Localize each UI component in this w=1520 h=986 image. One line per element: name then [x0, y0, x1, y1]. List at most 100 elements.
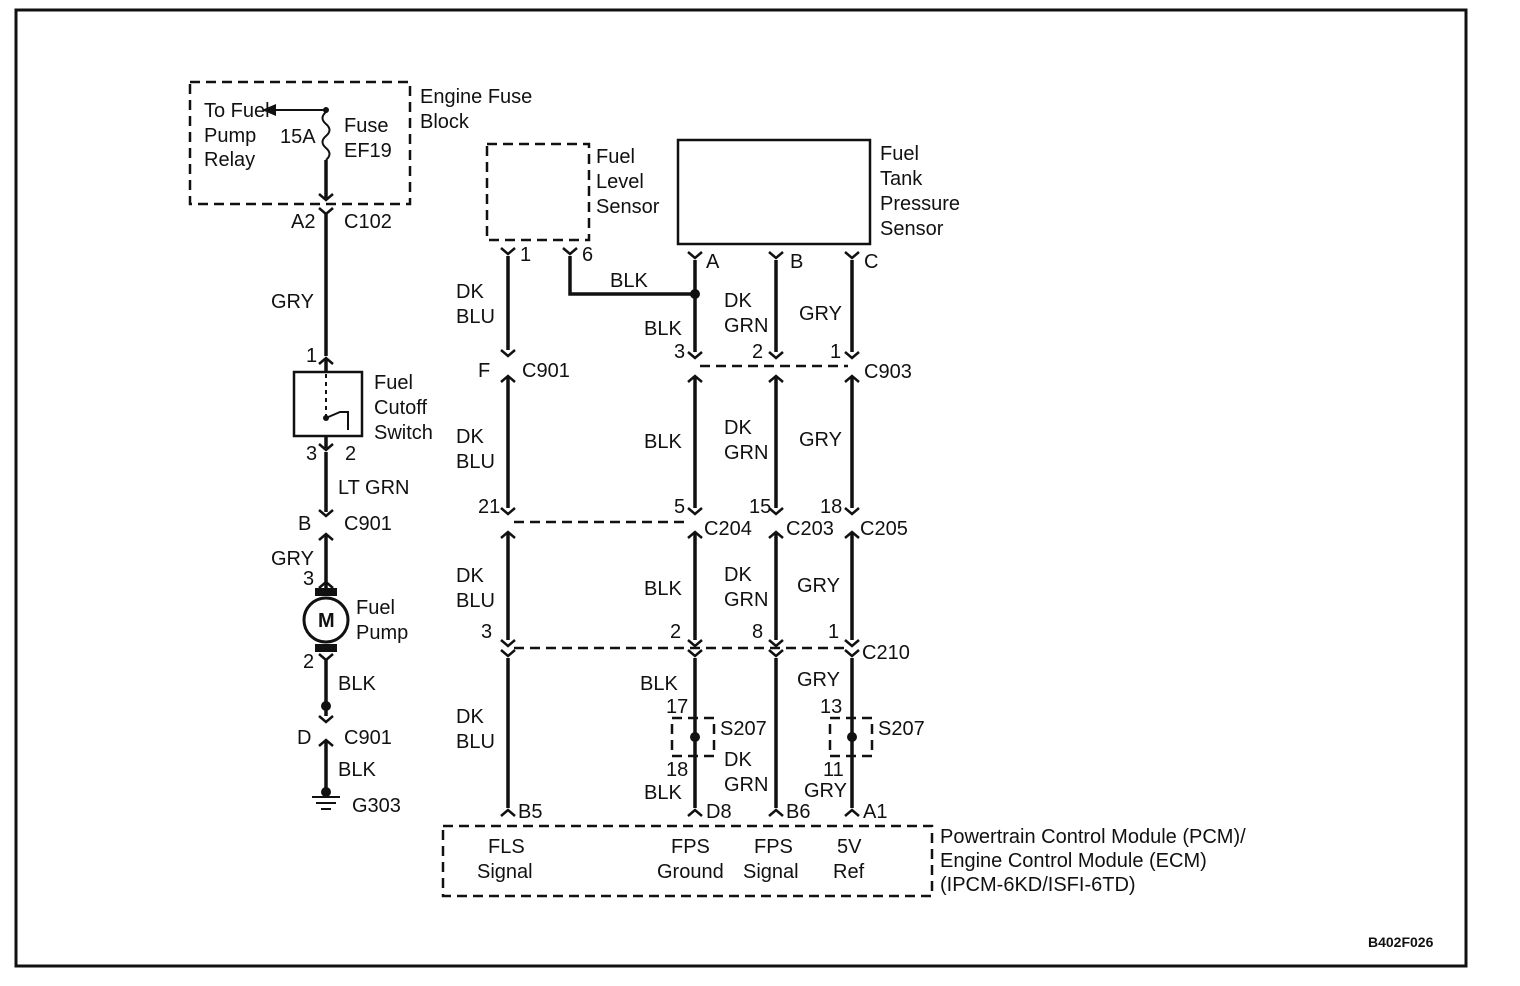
fuel-tank-pressure-sensor: Fuel Tank Pressure Sensor A B C: [676, 138, 960, 273]
wire-blk-e: BLK: [644, 782, 682, 804]
pcm-fls-signal: FLS: [488, 836, 525, 858]
wire-blk-2: BLK: [338, 759, 376, 781]
ftp-sensor-label: Fuel: [880, 143, 919, 165]
arrow-left-icon: [262, 104, 276, 116]
ftp-pin-c: C: [864, 251, 878, 273]
diagram-frame: [14, 8, 1468, 968]
wire-dk-grn-3b: GRN: [724, 589, 768, 611]
cutoff-switch-label-2: Cutoff: [374, 397, 427, 419]
wire-blk-top: BLK: [610, 270, 648, 292]
ftp-sensor-label-4: Sensor: [880, 218, 944, 240]
c210-label: C210: [862, 642, 910, 664]
wire-dk-blu-1b: BLU: [456, 306, 495, 328]
c204-pin-21: 21: [478, 496, 500, 518]
c903-pin-1: 1: [830, 341, 841, 363]
wire-gry-e: GRY: [804, 780, 847, 802]
wire-dk-blu-3: DK: [456, 565, 484, 587]
wire-gry-b: GRY: [799, 429, 842, 451]
wire-dk-grn-2: DK: [724, 417, 752, 439]
engine-fuse-block: Engine Fuse Block To Fuel Pump Relay 15A…: [188, 80, 532, 206]
c102-label: C102: [344, 211, 392, 233]
c205-pin-18: 18: [820, 496, 842, 518]
s207-label-b: S207: [878, 718, 925, 740]
wire-dk-blu-3b: BLU: [456, 590, 495, 612]
wire-dk-blu-1: DK: [456, 281, 484, 303]
c102-pin: A2: [291, 211, 315, 233]
c901-f-label: C901: [522, 360, 570, 382]
fuel-pump-label-2: Pump: [356, 622, 408, 644]
pcm-pin-b5: B5: [518, 801, 542, 823]
wire-blk-1: BLK: [338, 673, 376, 695]
pcm-fps-signal: FPS: [754, 836, 793, 858]
ftp-pin-b: B: [790, 251, 803, 273]
wire-gry-a: GRY: [799, 303, 842, 325]
fuel-pump-relay-ref-2: Pump: [204, 125, 256, 147]
pcm-title-2: Engine Control Module (ECM): [940, 850, 1207, 872]
pcm-fps-ground-2: Ground: [657, 861, 724, 883]
fuel-level-sensor-label-2: Level: [596, 171, 644, 193]
fuse-block-label-2: Block: [420, 111, 470, 133]
wire-dk-grn-1b: GRN: [724, 315, 768, 337]
c901-d-label: C901: [344, 727, 392, 749]
fuel-level-sensor-label-3: Sensor: [596, 196, 660, 218]
c901-b-pin: B: [298, 513, 311, 535]
fuel-cutoff-switch-box: [292, 370, 364, 438]
fuel-pump-label: Fuel: [356, 597, 395, 619]
c901-d-pin: D: [297, 727, 311, 749]
pcm-5v-ref-2: Ref: [833, 861, 865, 883]
wire-gry-d: GRY: [797, 669, 840, 691]
wire-dk-blu-2b: BLU: [456, 451, 495, 473]
c903-pin-3: 3: [674, 341, 685, 363]
fuel-pump-motor-icon: [302, 596, 350, 644]
wire-blk-a: BLK: [644, 318, 682, 340]
pcm-pin-b6: B6: [786, 801, 810, 823]
pump-pin-3: 3: [303, 568, 314, 590]
s207-pin-18: 18: [666, 759, 688, 781]
pcm-title: Powertrain Control Module (PCM)/: [940, 826, 1246, 848]
fuse-name: Fuse: [344, 115, 388, 137]
c205-label: C205: [860, 518, 908, 540]
c203-pin-15: 15: [749, 496, 771, 518]
fuse-name-2: EF19: [344, 140, 392, 162]
ground-icon: [312, 796, 340, 810]
wire-lt-grn: LT GRN: [338, 477, 410, 499]
c204-label: C204: [704, 518, 752, 540]
wire-dk-grn-4b: GRN: [724, 774, 768, 796]
pcm-title-3: (IPCM-6KD/ISFI-6TD): [940, 874, 1136, 896]
c903-pin-2: 2: [752, 341, 763, 363]
figure-code: B402F026: [1368, 934, 1434, 950]
c901-b-label: C901: [344, 513, 392, 535]
ground-label: G303: [352, 795, 401, 817]
fuse-rating: 15A: [280, 126, 316, 148]
fuel-pump-circuit: A2 C102 GRY 1 Fuel Cutoff Switch 3 2 LT …: [271, 206, 433, 817]
fuel-pump-relay-ref-3: Relay: [204, 149, 255, 171]
wire-dk-grn-2b: GRN: [724, 442, 768, 464]
c210-pin-2: 2: [670, 621, 681, 643]
s207-label-a: S207: [720, 718, 767, 740]
c903-label: C903: [864, 361, 912, 383]
wire-dk-blu-4b: BLU: [456, 731, 495, 753]
pcm-5v-ref: 5V: [837, 836, 862, 858]
fls-pin-6: 6: [582, 244, 593, 266]
sensor-wiring: DK BLU F C901 DK BLU 21 DK BLU 3 DK BLU …: [456, 256, 925, 823]
c210-pin-1: 1: [828, 621, 839, 643]
cutoff-pin-2: 2: [345, 443, 356, 465]
ftp-pin-a: A: [706, 251, 720, 273]
wire-gry-c: GRY: [797, 575, 840, 597]
splice-s207-box-a: [670, 716, 716, 758]
pcm-fps-ground: FPS: [671, 836, 710, 858]
splice-s207-box-b: [828, 716, 874, 758]
motor-symbol: M: [318, 610, 335, 632]
cutoff-pin-1: 1: [306, 345, 317, 367]
wire-dk-grn-1: DK: [724, 290, 752, 312]
c210-pin-8: 8: [752, 621, 763, 643]
cutoff-pin-3: 3: [306, 443, 317, 465]
fls-pin-1: 1: [520, 244, 531, 266]
cutoff-switch-label-3: Switch: [374, 422, 433, 444]
fuel-level-sensor: Fuel Level Sensor 1 6: [485, 142, 660, 266]
fuse-icon: [321, 111, 331, 161]
wire-dk-blu-2: DK: [456, 426, 484, 448]
wire-gry-2: GRY: [271, 548, 314, 570]
wire-blk-c: BLK: [644, 578, 682, 600]
fuel-level-sensor-label: Fuel: [596, 146, 635, 168]
